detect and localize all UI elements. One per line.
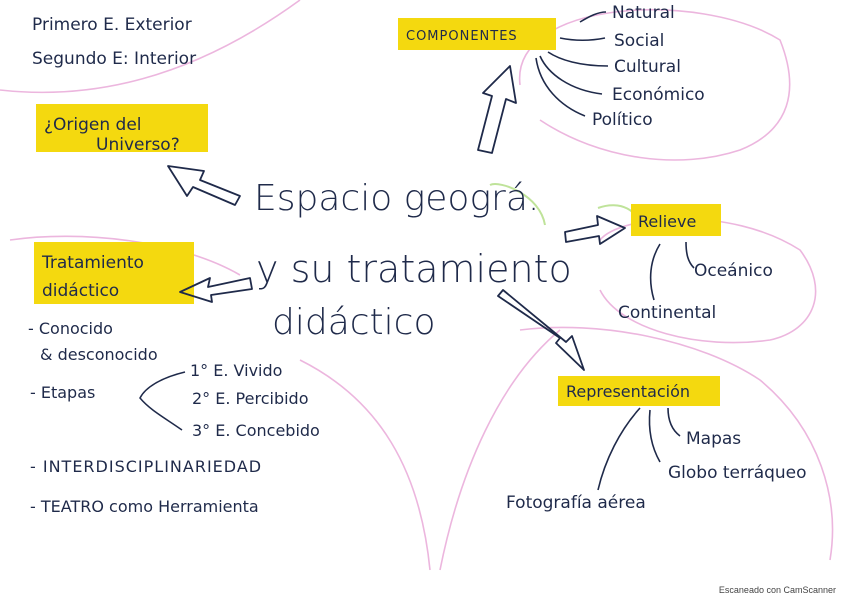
componentes-label: COMPONENTES — [406, 29, 518, 44]
arrow-to-relieve — [564, 215, 626, 245]
componente-item-3: Cultural — [614, 57, 681, 77]
note-etapa1: 1° E. Vivido — [190, 361, 282, 380]
componentes-highlight — [398, 18, 556, 50]
componente-item-5: Político — [592, 110, 653, 130]
tratamiento-line2: didáctico — [42, 281, 119, 301]
branch-cultural — [547, 51, 609, 67]
green-hint-stroke — [489, 183, 546, 226]
note-interdisciplinariedad: - INTERDISCIPLINARIEDAD — [30, 457, 262, 476]
branch-fotografia — [597, 407, 641, 491]
note-primero: Primero E. Exterior — [32, 15, 192, 35]
note-etapa2: 2° E. Percibido — [192, 389, 308, 408]
arrow-to-componentes — [477, 65, 517, 154]
representacion-highlight — [558, 376, 720, 406]
tratamiento-line1: Tratamiento — [41, 253, 144, 273]
arrow-to-representacion — [497, 289, 585, 371]
representacion-label: Representación — [566, 382, 690, 401]
origen-highlight — [36, 104, 208, 152]
note-etapa3: 3° E. Concebido — [192, 421, 320, 440]
componentes-branches — [535, 11, 609, 117]
etapas-brace — [139, 371, 186, 431]
title-line1: Espacio geográ. — [254, 178, 539, 219]
representacion-branches — [597, 407, 681, 491]
relieve-item-1: Oceánico — [694, 261, 773, 281]
componente-item-1: Natural — [612, 3, 675, 23]
arrow-to-origen — [167, 165, 241, 206]
pink-arc-bottomright — [519, 326, 834, 561]
relieve-branches — [649, 241, 695, 301]
branch-continental — [649, 243, 661, 301]
arrows — [167, 65, 626, 371]
pink-arc-left-bottom — [299, 359, 431, 571]
componente-item-4: Económico — [612, 85, 705, 105]
note-conocido: - Conocido — [28, 319, 113, 338]
relieve-highlight — [631, 204, 721, 236]
branch-social — [559, 37, 606, 42]
relieve-label: Relieve — [638, 212, 696, 231]
branch-globo — [648, 409, 661, 463]
branch-natural — [579, 11, 607, 23]
representacion-item-2: Globo terráqueo — [668, 463, 807, 483]
note-segundo: Segundo E: Interior — [32, 49, 196, 69]
branch-economico — [539, 55, 603, 95]
note-etapas: - Etapas — [30, 383, 95, 402]
pink-arc-topleft — [0, 0, 301, 94]
title-line2: y su tratamiento — [256, 247, 572, 291]
origen-line1: ¿Origen del — [44, 115, 142, 135]
branch-mapas — [667, 407, 681, 437]
title-line3: didáctico — [272, 302, 436, 343]
note-desconocido: & desconocido — [40, 345, 158, 364]
representacion-item-1: Mapas — [686, 429, 741, 449]
tratamiento-highlight — [34, 242, 194, 304]
branch-oceanico — [685, 241, 695, 269]
note-teatro: - TEATRO como Herramienta — [30, 497, 259, 516]
componente-item-2: Social — [614, 31, 664, 51]
representacion-item-3: Fotografía aérea — [506, 493, 646, 513]
origen-line2: Universo? — [96, 135, 180, 155]
pink-arc-bottomright-inner — [439, 329, 561, 571]
scanner-watermark: Escaneado con CamScanner — [718, 585, 836, 595]
relieve-item-2: Continental — [618, 303, 716, 323]
pink-arc-left — [9, 235, 241, 276]
arrow-to-tratamiento — [179, 277, 253, 303]
branch-politico — [535, 57, 586, 117]
pink-arc-topright — [519, 8, 791, 161]
